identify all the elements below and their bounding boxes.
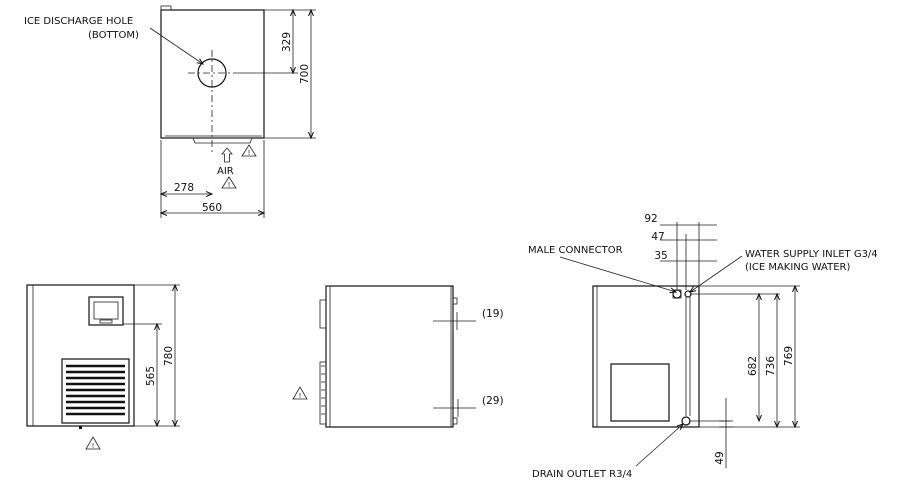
front-grille — [61, 358, 130, 424]
side-grille-bump — [319, 361, 327, 425]
top-view-tab — [160, 5, 172, 11]
dim-49: 49 — [714, 451, 726, 464]
dim-92: 92 — [644, 213, 657, 225]
warning-icon — [292, 386, 308, 400]
side-view: (19) (29) ! — [292, 285, 504, 428]
dim-769: 769 — [783, 346, 795, 366]
dim-682: 682 — [747, 356, 759, 376]
dim-329: 329 — [281, 32, 293, 52]
dim-565: 565 — [145, 366, 157, 386]
air-label: AIR — [217, 166, 234, 177]
water-inlet-leader — [690, 255, 743, 292]
side-connector — [452, 297, 458, 305]
air-arrow-icon — [221, 147, 233, 163]
rear-view: 92 47 35 MALE CONNECTOR WATER SUPPLY INL… — [528, 213, 878, 480]
side-view-outline — [325, 285, 454, 428]
dim-29: (29) — [482, 395, 504, 407]
dim-560: 560 — [202, 202, 222, 214]
drain-outlet-leader — [635, 424, 683, 467]
dim-278: 278 — [174, 182, 194, 194]
dim-736: 736 — [765, 356, 777, 376]
side-front-edge — [325, 285, 331, 428]
warning-icon — [241, 144, 257, 157]
male-connector-leader — [559, 256, 676, 292]
warning-icon — [85, 436, 101, 450]
ice-discharge-leader — [149, 27, 203, 64]
control-panel — [88, 296, 124, 326]
side-control-bump — [319, 299, 327, 329]
dim-780: 780 — [163, 346, 175, 366]
dim-35: 35 — [654, 250, 667, 262]
drain-outlet — [681, 416, 691, 426]
ice-discharge-sublabel: (BOTTOM) — [88, 30, 139, 41]
grille-frame — [61, 358, 130, 424]
male-connector-label: MALE CONNECTOR — [528, 245, 623, 256]
drain-outlet-label: DRAIN OUTLET R3/4 — [532, 469, 632, 480]
top-view: ICE DISCHARGE HOLE (BOTTOM) 329 700 AIR … — [24, 5, 316, 218]
control-display — [93, 301, 119, 320]
control-button — [99, 319, 113, 324]
side-drain — [452, 417, 458, 425]
warning-mark: ! — [92, 442, 95, 450]
front-foot — [79, 426, 82, 429]
warning-icon — [221, 176, 237, 189]
warning-mark: ! — [248, 149, 251, 157]
rear-access-panel — [610, 363, 670, 422]
top-view-outline — [160, 9, 265, 139]
rear-view-outline — [592, 285, 700, 428]
dim-47: 47 — [651, 231, 664, 243]
air-vent — [192, 137, 253, 144]
ice-discharge-label: ICE DISCHARGE HOLE — [24, 16, 133, 27]
dim-700: 700 — [299, 64, 311, 84]
water-inlet-label: WATER SUPPLY INLET G3/4 — [745, 249, 878, 260]
warning-mark: ! — [228, 181, 231, 189]
dim-19: (19) — [482, 308, 504, 320]
water-inlet-sublabel: (ICE MAKING WATER) — [745, 262, 850, 273]
warning-mark: ! — [299, 392, 302, 400]
front-view: 565 780 ! — [26, 285, 180, 450]
